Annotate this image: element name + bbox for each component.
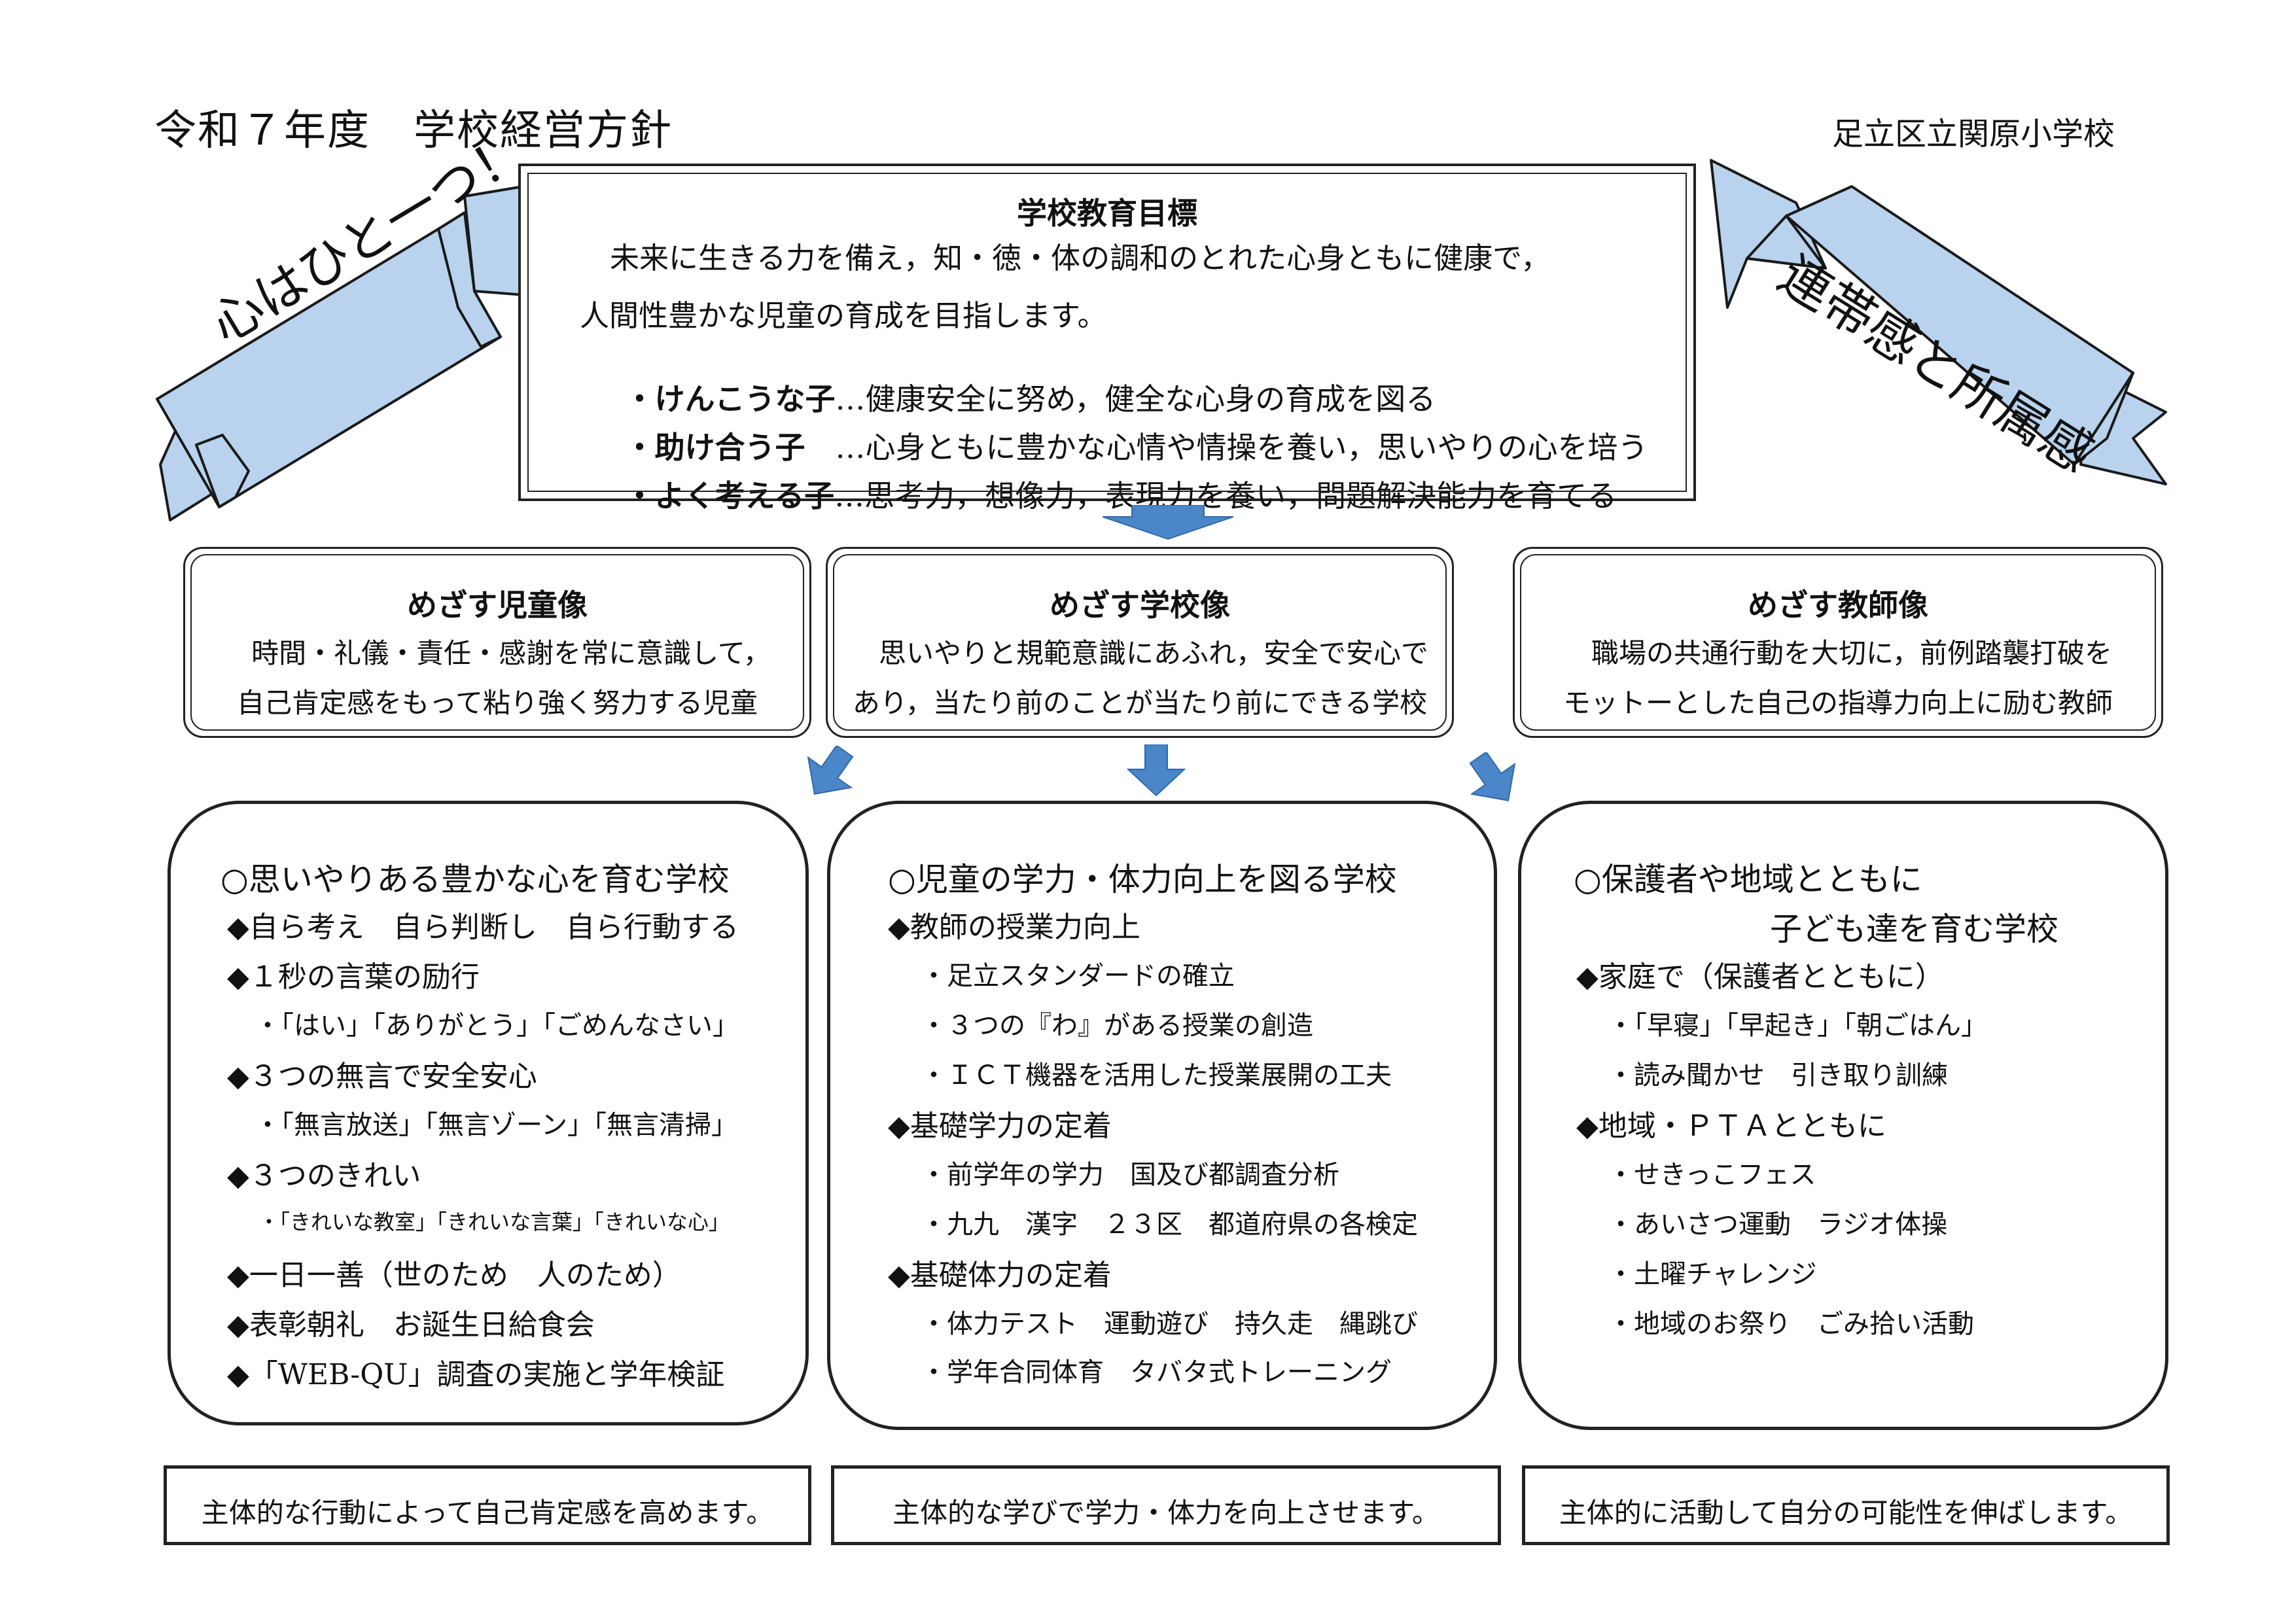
goal-item-lead: ・けんこうな子 xyxy=(624,381,836,417)
school-name: 足立区立関原小学校 xyxy=(1832,116,2115,152)
image-line: あり，当たり前のことが当たり前にできる学校 xyxy=(852,687,1428,719)
goal-item: ・よく考える子…思考力，想像力，表現力を養い，問題解決能力を育てる xyxy=(586,437,1617,551)
column-subitem: ・「きれいな教室」「きれいな言葉」「きれいな心」 xyxy=(258,1210,730,1234)
column-item: ◆一日一善（世のため 人のため） xyxy=(227,1259,681,1292)
column-item: ◆３つのきれい xyxy=(227,1159,421,1193)
arrow-down-right-icon xyxy=(1469,752,1516,801)
column-subitem: ・「早寝」「早起き」「朝ごはん」 xyxy=(1608,1011,1987,1041)
column-box-heart: ○思いやりある豊かな心を育む学校 ◆自ら考え 自ら判断し 自ら行動する ◆１秒の… xyxy=(168,801,809,1425)
column-subitem: ・九九 漢字 ２３区 都道府県の各検定 xyxy=(921,1210,1418,1240)
column-box-academic: ○児童の学力・体力向上を図る学校 ◆教師の授業力向上 ・足立スタンダードの確立 … xyxy=(827,801,1497,1430)
column-subitem: ・前学年の学力 国及び都調査分析 xyxy=(921,1160,1339,1190)
arrow-down-left-icon xyxy=(807,746,854,795)
image-line: 時間・礼儀・責任・感謝を常に意識して， xyxy=(224,637,771,669)
column-item: ◆自ら考え 自ら判断し 自ら行動する xyxy=(227,911,739,944)
bottom-box-community: 主体的に活動して自分の可能性を伸ばします。 xyxy=(1522,1465,2170,1545)
column-subitem: ・地域のお祭り ごみ拾い活動 xyxy=(1608,1309,1974,1339)
column-subitem: ・あいさつ運動 ラジオ体操 xyxy=(1608,1210,1948,1240)
image-box-school: めざす学校像 思いやりと規範意識にあふれ，安全で安心で あり，当たり前のことが当… xyxy=(826,547,1454,738)
goal-text-line1: 未来に生きる力を備え，知・徳・体の調和のとれた心身ともに健康で， xyxy=(610,241,1551,275)
column-item: ◆基礎体力の定着 xyxy=(888,1259,1112,1292)
column-item: ◆表彰朝礼 お誕生日給食会 xyxy=(227,1308,595,1342)
goal-item-lead: ・助け合う子 xyxy=(624,430,836,465)
right-ribbon xyxy=(1710,159,2167,485)
image-line: 思いやりと規範意識にあふれ，安全で安心で xyxy=(851,637,1428,669)
goal-text-line2: 人間性豊かな児童の育成を目指します。 xyxy=(580,298,1107,333)
column-subitem: ・せきっこフェス xyxy=(1608,1160,1816,1190)
image-line: 自己肯定感をもって粘り強く努力する児童 xyxy=(237,687,758,719)
image-title: めざす教師像 xyxy=(1748,587,1928,623)
goal-title: 学校教育目標 xyxy=(1017,196,1197,231)
bottom-text: 主体的な行動によって自己肯定感を高めます。 xyxy=(201,1497,774,1529)
column-item: ◆３つの無言で安全安心 xyxy=(227,1060,537,1093)
column-item: ◆教師の授業力向上 xyxy=(888,911,1140,944)
image-title: めざす学校像 xyxy=(1050,587,1230,623)
column-box-community: ○保護者や地域とともに 子ども達を育む学校 ◆家庭で（保護者とともに） ・「早寝… xyxy=(1518,801,2168,1430)
column-subitem: ・土曜チャレンジ xyxy=(1608,1259,1817,1289)
column-subitem: ・読み聞かせ 引き取り訓練 xyxy=(1608,1060,1948,1091)
goal-item-text: …健康安全に努め，健全な心身の育成を図る xyxy=(835,381,1436,417)
column-subitem: ・ＩＣＴ機器を活用した授業展開の工夫 xyxy=(921,1060,1392,1091)
column-subitem: ・学年合同体育 タバタ式トレーニング xyxy=(921,1357,1392,1387)
arrow-down-icon xyxy=(1127,744,1186,797)
bottom-box-academic: 主体的な学びで学力・体力を向上させます。 xyxy=(831,1465,1501,1545)
column-subitem: ・３つの『わ』がある授業の創造 xyxy=(921,1011,1313,1041)
image-line: モットーとした自己の指導力向上に励む教師 xyxy=(1563,687,2113,719)
column-heading: ○児童の学力・体力向上を図る学校 xyxy=(888,861,1397,898)
arrow-down-icon xyxy=(1103,505,1233,540)
image-line: 職場の共通行動を大切に，前例踏襲打破を xyxy=(1564,637,2112,669)
column-item: ◆家庭で（保護者とともに） xyxy=(1576,960,1944,994)
bottom-text: 主体的に活動して自分の可能性を伸ばします。 xyxy=(1559,1497,2133,1529)
bottom-box-heart: 主体的な行動によって自己肯定感を高めます。 xyxy=(164,1465,811,1545)
page-title: 令和７年度 学校経営方針 xyxy=(154,107,673,155)
column-subitem: ・体力テスト 運動遊び 持久走 縄跳び xyxy=(921,1309,1418,1339)
goal-item-lead: ・よく考える子 xyxy=(624,478,835,514)
image-title: めざす児童像 xyxy=(407,587,588,623)
image-box-teacher: めざす教師像 職場の共通行動を大切に，前例踏襲打破を モットーとした自己の指導力… xyxy=(1513,547,2163,738)
column-heading-line2: 子ども達を育む学校 xyxy=(1770,911,2059,948)
column-heading: ○保護者や地域とともに xyxy=(1574,861,1922,898)
column-subitem: ・足立スタンダードの確立 xyxy=(921,961,1235,991)
school-goal-box: 学校教育目標 未来に生きる力を備え，知・徳・体の調和のとれた心身ともに健康で， … xyxy=(518,164,1696,514)
image-box-student: めざす児童像 時間・礼儀・責任・感謝を常に意識して， 自己肯定感をもって粘り強く… xyxy=(183,547,811,738)
column-item: ◆「WEB-QU」調査の実施と学年検証 xyxy=(227,1358,725,1391)
column-heading: ○思いやりある豊かな心を育む学校 xyxy=(221,861,730,898)
column-subitem: ・「はい」「ありがとう」「ごめんなさい」 xyxy=(255,1011,739,1041)
column-item: ◆地域・ＰＴＡとともに xyxy=(1576,1109,1886,1143)
column-item: ◆１秒の言葉の励行 xyxy=(227,960,480,994)
goal-item: ・助け合う子 …心身ともに豊かな心情や情操を養い，思いやりの心を培う xyxy=(586,389,1648,502)
bottom-text: 主体的な学びで学力・体力を向上させます。 xyxy=(892,1497,1439,1529)
column-subitem: ・「無言放送」「無言ゾーン」「無言清掃」 xyxy=(255,1110,737,1140)
goal-item: ・けんこうな子…健康安全に努め，健全な心身の育成を図る xyxy=(586,340,1436,454)
goal-item-text: …心身ともに豊かな心情や情操を養い，思いやりの心を培う xyxy=(835,430,1648,465)
column-item: ◆基礎学力の定着 xyxy=(888,1109,1112,1143)
